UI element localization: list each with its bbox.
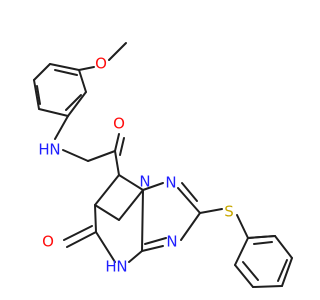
amide-hydrogen-label: H — [38, 141, 49, 159]
triazole-n4-label: N — [166, 233, 177, 251]
methoxy-oxygen-label: O — [95, 55, 107, 73]
methoxyphenyl-ring — [33, 63, 87, 117]
keto-oxygen-label: O — [42, 233, 54, 251]
keto-group: O — [42, 225, 97, 251]
triazole-ring: N N N — [139, 173, 201, 252]
dihydropyrimidinone-ring — [94, 174, 144, 263]
ring-nh: H N — [105, 258, 127, 276]
ring-nh-nitrogen-label: N — [116, 258, 127, 276]
benzyl-ring — [234, 235, 293, 288]
methoxy-group: O — [78, 42, 127, 73]
amide-linker: H N — [38, 115, 89, 162]
ring-nh-hydrogen-label: H — [105, 258, 116, 276]
sulfur-label: S — [224, 203, 234, 221]
carboxamide-group: O — [87, 115, 125, 176]
triazole-n2-label: N — [139, 173, 150, 191]
triazole-n1-label: N — [165, 174, 176, 192]
benzylthio-linker: S — [199, 203, 276, 239]
amide-nitrogen-label: N — [49, 141, 60, 159]
carbonyl-oxygen-label: O — [113, 115, 125, 133]
molecule-structure: O H N O — [33, 42, 293, 288]
molecule-canvas: O H N O — [33, 42, 293, 288]
